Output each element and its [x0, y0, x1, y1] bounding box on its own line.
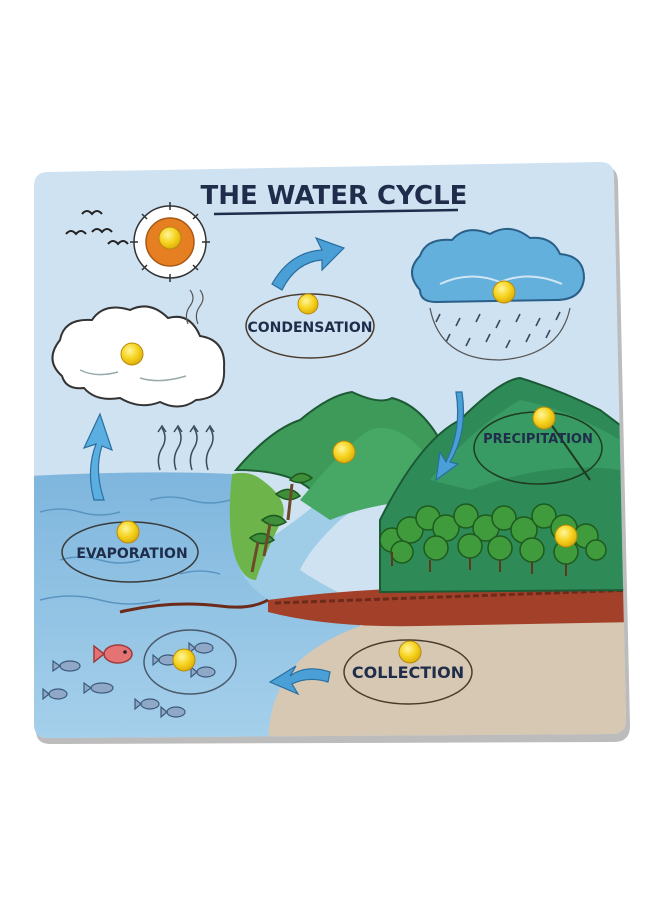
collection-label: COLLECTION — [352, 663, 464, 682]
precipitation-label: PRECIPITATION — [483, 432, 593, 447]
soil-stripe — [274, 588, 626, 605]
sea-waves — [39, 496, 231, 605]
collection-piece-outline — [343, 639, 473, 705]
puzzle-board — [34, 162, 626, 738]
arrow-icon — [271, 236, 346, 291]
heat-lines — [185, 289, 204, 325]
peg-knobs[interactable] — [116, 226, 578, 672]
river — [236, 470, 430, 612]
condensation-label: CONDENSATION — [247, 320, 372, 336]
peg-knob[interactable] — [398, 640, 422, 664]
vapor-lines — [157, 424, 215, 471]
evaporation-label: EVAPORATION — [76, 546, 187, 562]
bird-icon — [65, 210, 129, 246]
peg-knob[interactable] — [158, 226, 182, 250]
arrow-icon — [435, 391, 465, 482]
peg-knob[interactable] — [297, 293, 319, 315]
peg-knob[interactable] — [532, 406, 556, 430]
sand-area — [268, 606, 626, 738]
peg-knob[interactable] — [120, 342, 144, 366]
fish-icon — [93, 644, 133, 664]
fish-piece-outline — [143, 629, 237, 695]
hill-right-shade — [430, 400, 620, 490]
forest — [379, 503, 607, 576]
rain-cloud-icon — [411, 227, 586, 361]
left-shore — [229, 472, 284, 580]
peg-knob[interactable] — [554, 524, 578, 548]
peg-knob[interactable] — [492, 280, 516, 304]
precipitation-mark — [547, 419, 591, 481]
palm-trees — [248, 472, 314, 573]
shore-wave — [119, 598, 269, 614]
arrow-icon — [82, 412, 113, 501]
arrow-icon — [268, 665, 331, 696]
page-title: THE WATER CYCLE — [201, 181, 468, 211]
fish-school — [42, 641, 216, 719]
peg-knob[interactable] — [116, 520, 140, 544]
title-underline — [213, 208, 459, 216]
peg-knob[interactable] — [332, 440, 356, 464]
peg-knob[interactable] — [172, 648, 196, 672]
